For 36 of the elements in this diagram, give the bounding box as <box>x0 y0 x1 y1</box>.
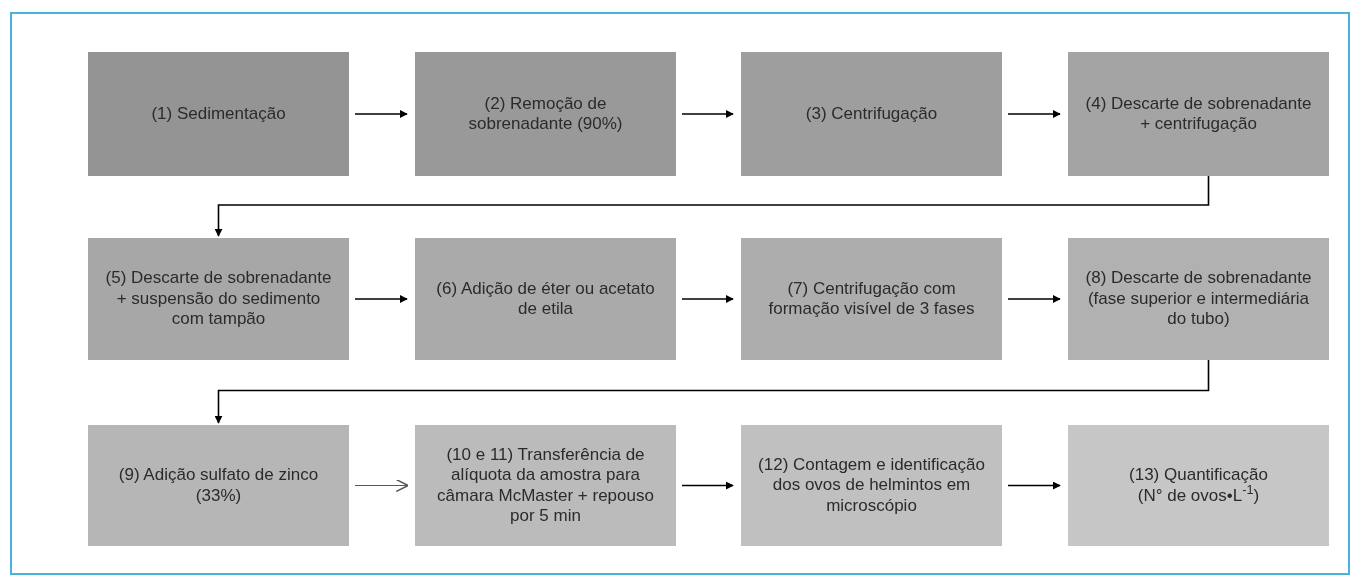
process-box <box>415 52 676 176</box>
arrow <box>354 478 409 493</box>
process-box <box>1068 425 1329 546</box>
process-box <box>415 238 676 360</box>
arrow <box>681 110 734 118</box>
arrow <box>681 295 734 303</box>
process-box <box>741 238 1002 360</box>
step-text: (6) Adição de éter ou acetato de etila <box>435 278 656 320</box>
arrow <box>1007 481 1061 490</box>
process-box <box>88 52 349 176</box>
process-box <box>88 425 349 546</box>
step-text: (8) Descarte de sobrenadante (fase superior e intermediária do tubo) <box>1084 268 1313 330</box>
arrow <box>1007 110 1061 118</box>
arrow <box>214 175 1210 237</box>
step-text: (4) Descarte de sobrenadante + centrifugação <box>1084 93 1313 135</box>
process-box <box>1068 52 1329 176</box>
step-text: (10 e 11) Transferência de alíquota da amostra para câmara McMaster + repouso por 5 min <box>436 444 655 527</box>
step-text: (1) Sedimentação <box>151 103 286 125</box>
step-text: (2) Remoção de sobrenadante (90%) <box>467 93 624 135</box>
arrow <box>681 481 734 490</box>
step-text: (3) Centrifugação <box>805 103 938 125</box>
step-text: (12) Contagem e identificação dos ovos de helmintos em microscópio <box>757 454 986 517</box>
process-box <box>1068 238 1329 360</box>
process-box <box>88 238 349 360</box>
process-box <box>741 425 1002 546</box>
process-box <box>741 52 1002 176</box>
process-box <box>415 425 676 546</box>
arrow <box>354 295 408 303</box>
arrow <box>1007 295 1061 303</box>
step-text: (7) Centrifugação com formação visível de 3 fases <box>767 278 976 320</box>
arrow <box>354 110 408 118</box>
step-text: (13) Quantificação <box>1129 465 1268 485</box>
step-text: (5) Descarte de sobrenadante + suspensão do sedimento com tampão <box>104 268 333 330</box>
step-text: (N° de ovos•L$^{-1}$) <box>1137 485 1260 506</box>
step-text: (9) Adição sulfato de zinco (33%) <box>117 465 320 506</box>
arrow <box>214 359 1210 424</box>
